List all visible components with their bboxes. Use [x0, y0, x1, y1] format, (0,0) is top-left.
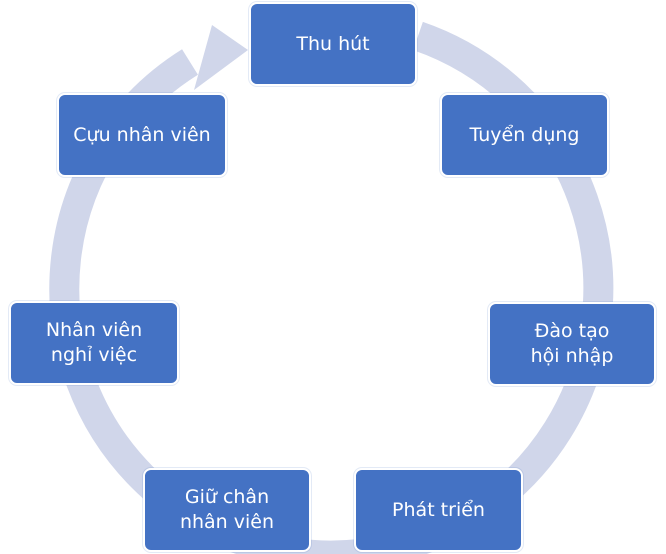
stage-recruit: Tuyển dụng [440, 93, 609, 177]
cycle-arrowhead [194, 25, 248, 90]
stage-development: Phát triển [354, 468, 523, 552]
stage-onboarding: Đào tạo hội nhập [488, 302, 656, 386]
stage-retention-label-line1: Giữ chân [184, 486, 270, 508]
stage-development-label: Phát triển [392, 498, 485, 521]
stage-alumni-label: Cựu nhân viên [73, 123, 211, 146]
stage-alumni: Cựu nhân viên [57, 93, 227, 177]
stage-attract-label: Thu hút [296, 32, 370, 55]
stage-onboarding-label-line1: Đào tạo [534, 320, 610, 342]
stage-resignation: Nhân viên nghỉ việc [9, 301, 179, 385]
stage-recruit-label: Tuyển dụng [469, 123, 580, 146]
stage-attract: Thu hút [249, 2, 417, 86]
stage-resignation-label-line2: nghỉ việc [50, 344, 138, 366]
stage-retention: Giữ chân nhân viên [143, 468, 311, 552]
stage-onboarding-label-line2: hội nhập [530, 345, 614, 367]
stage-resignation-label-line1: Nhân viên [45, 319, 143, 341]
stage-retention-label-line2: nhân viên [179, 511, 275, 533]
